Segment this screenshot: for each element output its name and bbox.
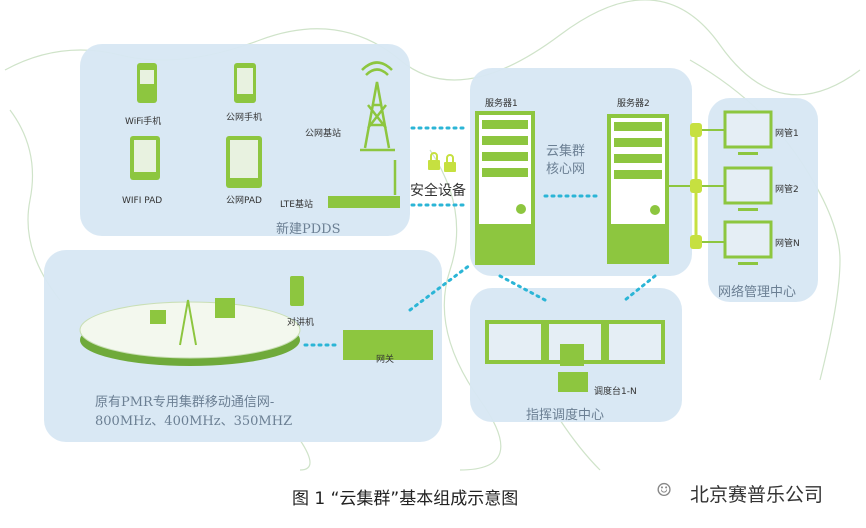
pmr-cloud-icon bbox=[79, 298, 301, 366]
link-dispatch-2 bbox=[623, 274, 657, 302]
public-phone-label: 公网手机 bbox=[226, 113, 263, 123]
watermark: 北京赛普乐公司 bbox=[690, 484, 824, 506]
gateway-icon bbox=[343, 330, 433, 360]
nms-terminal-n: 网管N bbox=[775, 239, 800, 249]
link-gateway bbox=[408, 263, 472, 312]
dispatch-consoles-label: 调度台1-N bbox=[594, 387, 637, 397]
nms-monitors bbox=[723, 110, 773, 265]
nms-title: 网络管理中心 bbox=[718, 285, 797, 300]
server-1-label: 服务器1 bbox=[485, 99, 518, 109]
core-title-line1: 云集群 bbox=[546, 144, 586, 159]
nms-terminal-1: 网管1 bbox=[775, 129, 799, 139]
core-title-line2: 核心网 bbox=[546, 162, 586, 177]
nms-terminal-2: 网管2 bbox=[775, 185, 799, 195]
wechat-icon: ☺ bbox=[656, 480, 673, 501]
public-station-label: 公网基站 bbox=[305, 129, 342, 139]
gateway-label: 网关 bbox=[376, 355, 395, 365]
public-pad-label: 公网PAD bbox=[226, 196, 262, 206]
server-2-icon bbox=[607, 114, 669, 264]
walkie-talkie-label: 对讲机 bbox=[287, 318, 315, 328]
server-2-label: 服务器2 bbox=[617, 99, 650, 109]
walkie-talkie-icon bbox=[290, 276, 304, 306]
dispatch-title: 指挥调度中心 bbox=[526, 408, 605, 423]
pmr-title-line2: 800MHz、400MHz、350MHZ bbox=[95, 414, 293, 429]
public-base-station-icon bbox=[360, 61, 397, 195]
wifi-phone-label: WiFi手机 bbox=[125, 117, 162, 127]
wifi-pad-label: WIFI PAD bbox=[122, 196, 163, 206]
figure-caption: 图 1 “云集群”基本组成示意图 bbox=[292, 489, 519, 509]
lte-station-label: LTE基站 bbox=[280, 200, 313, 210]
pdds-title: 新建PDDS bbox=[276, 222, 341, 237]
security-lock-icon bbox=[428, 152, 456, 172]
server-1-icon bbox=[475, 111, 535, 265]
link-dispatch-1 bbox=[498, 274, 547, 302]
dispatch-consoles-icon bbox=[485, 320, 665, 392]
lte-base-station-icon bbox=[328, 196, 400, 208]
security-device-label: 安全设备 bbox=[410, 183, 466, 199]
pmr-title-line1: 原有PMR专用集群移动通信网- bbox=[95, 395, 275, 410]
